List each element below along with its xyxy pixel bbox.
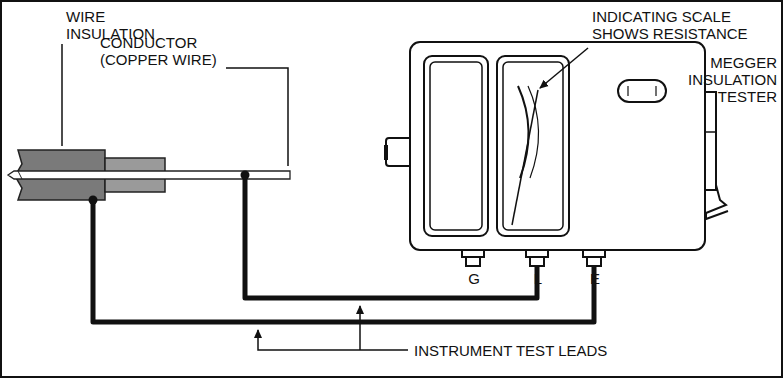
lead-clip [89,196,98,205]
part-label: MEGGER INSULATION TESTER [677,54,777,105]
part-label: CONDUCTOR (COPPER WIRE) [100,34,224,68]
terminal-label: G [466,270,482,287]
terminal-label: E [587,270,603,287]
leads-callout [258,306,408,350]
part-label: INSTRUMENT TEST LEADS [414,342,714,359]
megger-tester [386,42,728,266]
lead-clip [241,171,250,180]
part-label: INDICATING SCALE SHOWS RESISTANCE [592,8,770,42]
terminal-label: L [530,270,546,287]
wire [8,150,290,200]
